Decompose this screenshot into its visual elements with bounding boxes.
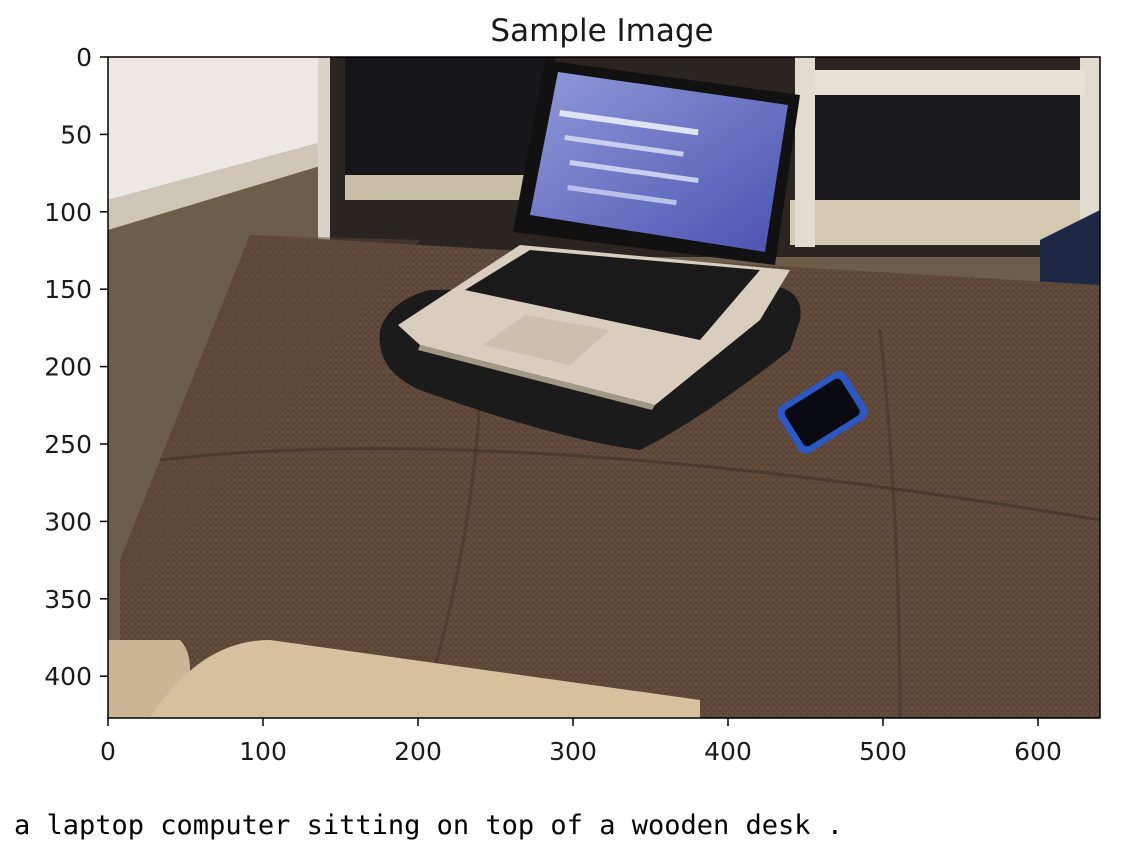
x-tick-label: 200 <box>394 737 442 766</box>
x-tick-label: 500 <box>859 737 907 766</box>
figure-title: Sample Image <box>490 13 713 49</box>
sample-photo <box>108 57 1100 718</box>
x-tick-label: 100 <box>239 737 287 766</box>
y-tick-label: 150 <box>44 275 92 304</box>
y-axis-ticks: 0 50 100 150 200 250 300 350 400 <box>44 43 108 691</box>
y-tick-label: 50 <box>60 120 92 149</box>
x-axis-ticks: 0 100 200 300 400 500 600 <box>100 718 1062 766</box>
y-tick-label: 0 <box>76 43 92 72</box>
y-tick-label: 400 <box>44 662 92 691</box>
y-tick-label: 300 <box>44 507 92 536</box>
y-tick-label: 250 <box>44 430 92 459</box>
y-tick-label: 200 <box>44 353 92 382</box>
y-tick-label: 100 <box>44 198 92 227</box>
x-tick-label: 600 <box>1014 737 1062 766</box>
y-tick-label: 350 <box>44 585 92 614</box>
x-tick-label: 0 <box>100 737 116 766</box>
x-tick-label: 400 <box>704 737 752 766</box>
axes-frame <box>107 56 1101 719</box>
image-caption: a laptop computer sitting on top of a wo… <box>14 810 844 841</box>
x-tick-label: 300 <box>549 737 597 766</box>
